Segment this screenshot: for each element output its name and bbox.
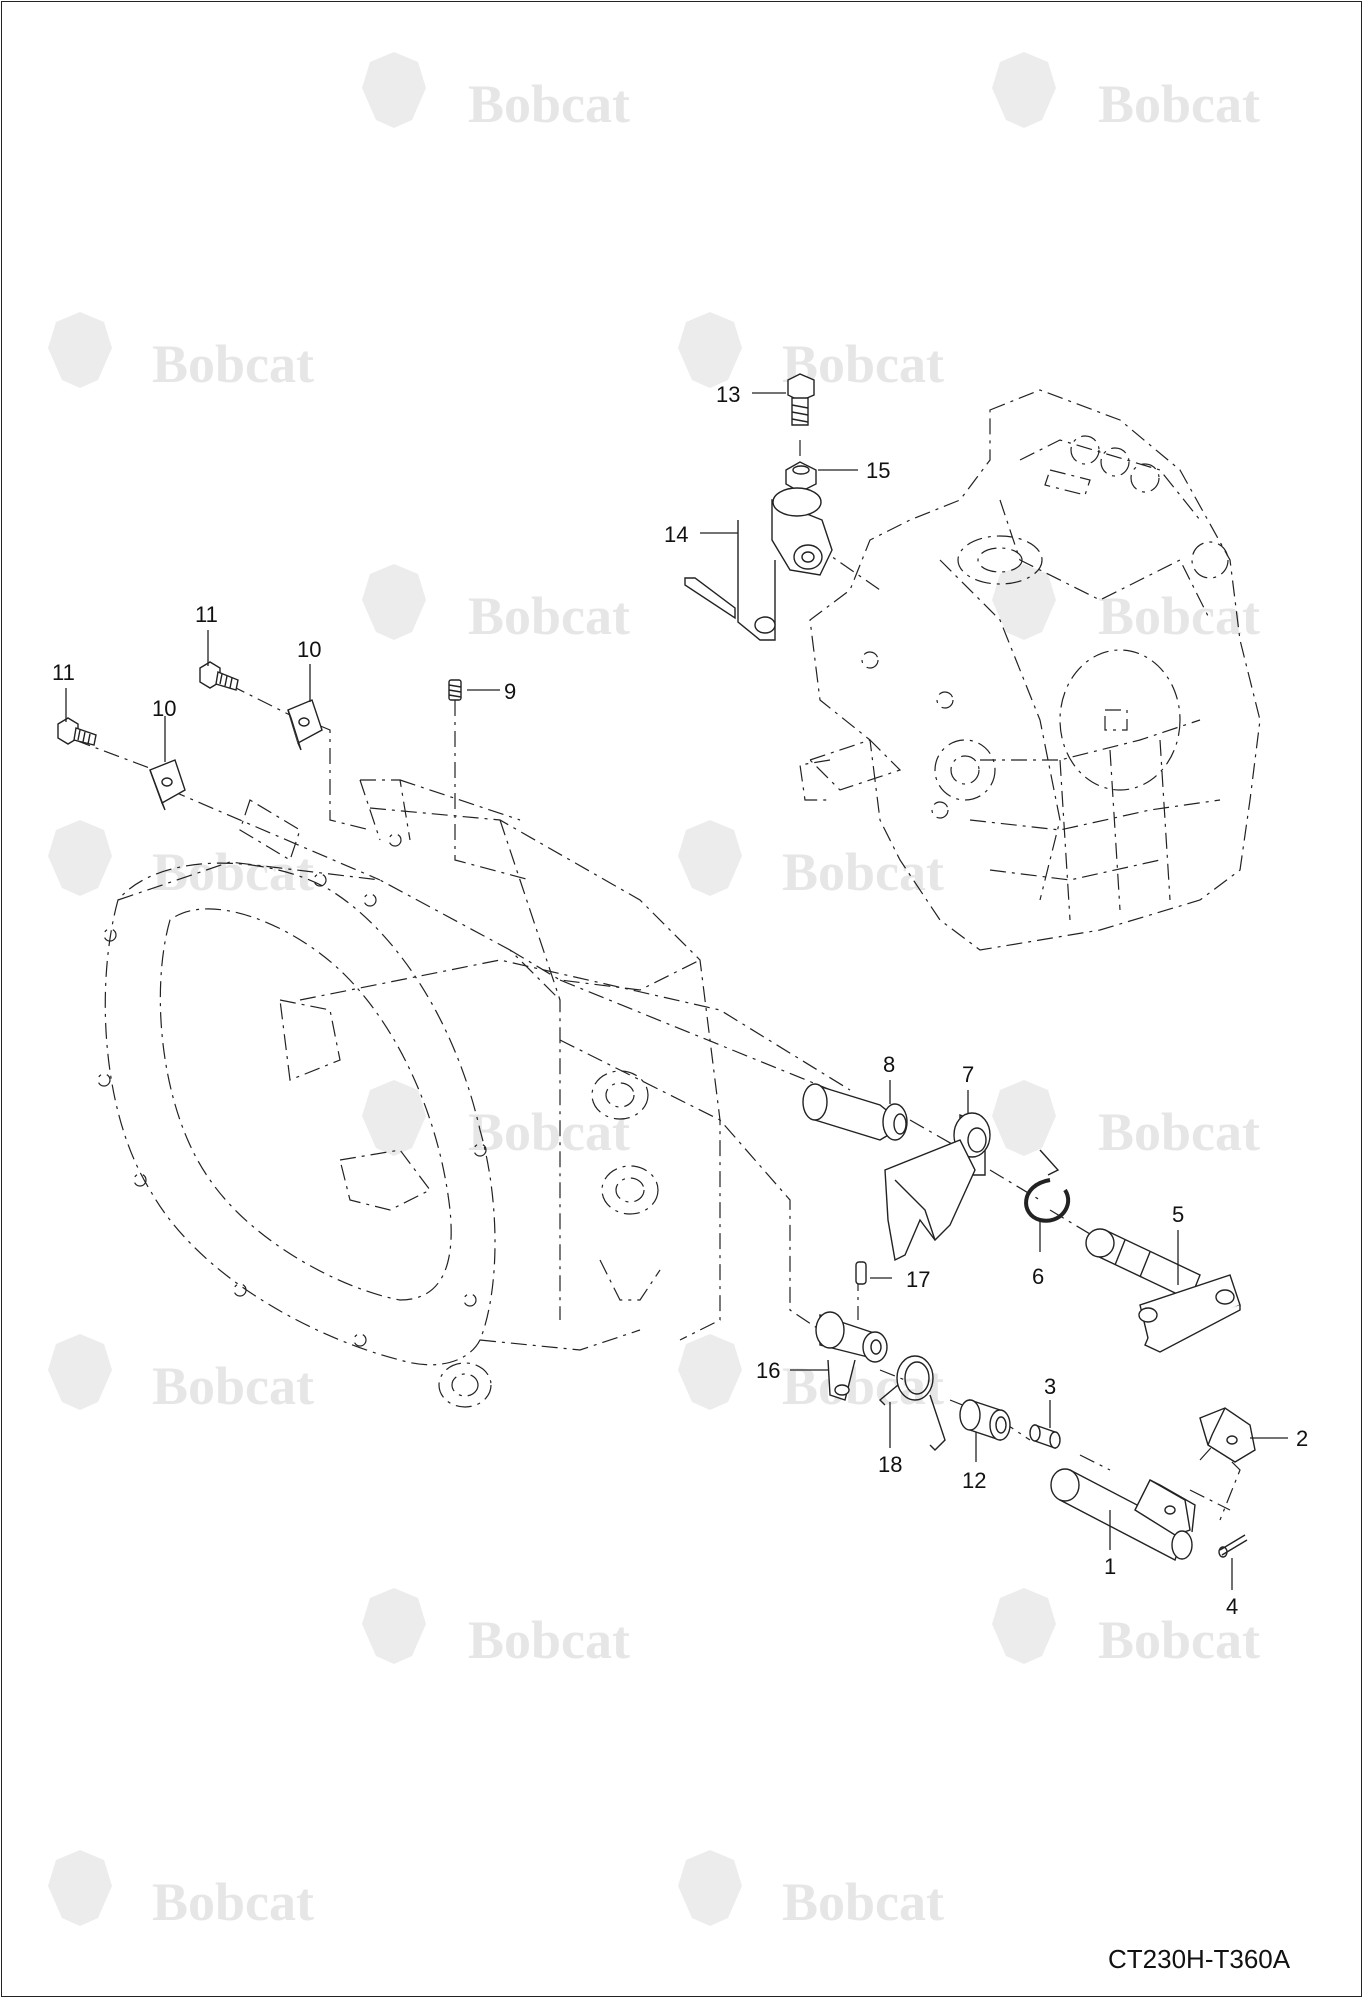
callout-6: 6 (1032, 1264, 1044, 1289)
callout-9: 9 (504, 679, 516, 704)
part-13-bolt[interactable] (787, 373, 815, 426)
watermark-text: Bobcat (152, 1356, 314, 1416)
watermark-text: Bobcat (152, 842, 314, 902)
part-12-bushing[interactable] (959, 1399, 1011, 1441)
callout-11-left: 11 (52, 660, 75, 685)
part-3-pin[interactable] (1029, 1424, 1061, 1449)
watermark-text: Bobcat (468, 586, 630, 646)
watermark-1: Bobcat (362, 52, 630, 134)
watermark-15: Bobcat (48, 1850, 314, 1932)
bobcat-logo-icon (992, 1588, 1056, 1664)
bobcat-logo-icon (362, 1588, 426, 1664)
watermark-5: Bobcat (362, 564, 630, 646)
bobcat-logo-icon (48, 1334, 112, 1410)
bobcat-logo-icon (362, 564, 426, 640)
watermark-3: Bobcat (48, 312, 314, 394)
bobcat-logo-icon (362, 52, 426, 128)
watermark-9: Bobcat (362, 1080, 630, 1162)
watermark-text: Bobcat (152, 334, 314, 394)
callout-12: 12 (962, 1468, 986, 1493)
watermark-12: Bobcat (678, 1334, 944, 1416)
callout-16: 16 (756, 1358, 780, 1383)
bobcat-watermark-layer: Bobcat Bobcat Bobcat Bobcat Bobcat Bobca… (48, 52, 1260, 1932)
part-2-block[interactable] (1199, 1407, 1256, 1463)
part-5-shift-shaft[interactable] (1085, 1228, 1241, 1353)
callout-5: 5 (1172, 1202, 1184, 1227)
callout-10-right: 10 (297, 637, 321, 662)
callout-17: 17 (906, 1267, 930, 1292)
part-11-bolt-left[interactable] (57, 717, 97, 746)
leader-lines (65, 392, 1288, 1590)
callout-11-right: 11 (195, 602, 218, 627)
watermark-8: Bobcat (678, 820, 944, 902)
part-15-nut[interactable] (785, 461, 817, 493)
callout-10-left: 10 (152, 696, 176, 721)
callout-8: 8 (883, 1052, 895, 1077)
assembly-lines (74, 390, 1241, 1521)
part-17-roll-pin[interactable] (855, 1261, 867, 1285)
watermark-text: Bobcat (1098, 74, 1260, 134)
watermark-text: Bobcat (782, 1356, 944, 1416)
callout-3: 3 (1044, 1374, 1056, 1399)
part-18-torsion-spring[interactable] (878, 1355, 946, 1451)
part-10-plate-right[interactable] (287, 699, 323, 751)
bobcat-logo-icon (992, 1080, 1056, 1156)
bobcat-logo-icon (48, 312, 112, 388)
watermark-text: Bobcat (1098, 1610, 1260, 1670)
bobcat-logo-icon (362, 1080, 426, 1156)
watermark-text: Bobcat (782, 842, 944, 902)
part-16-lever[interactable] (815, 1311, 888, 1401)
diagram-reference-code: CT230H-T360A (1108, 1944, 1291, 1974)
bobcat-logo-icon (678, 312, 742, 388)
watermark-7: Bobcat (48, 820, 314, 902)
bobcat-logo-icon (992, 52, 1056, 128)
watermark-6: Bobcat (992, 564, 1260, 646)
watermark-text: Bobcat (782, 1872, 944, 1932)
callout-4: 4 (1226, 1594, 1238, 1619)
part-8-bushing[interactable] (802, 1083, 908, 1141)
callout-13: 13 (716, 382, 740, 407)
watermark-14: Bobcat (992, 1588, 1260, 1670)
watermark-13: Bobcat (362, 1588, 630, 1670)
callout-18: 18 (878, 1452, 902, 1477)
part-6-snap-ring[interactable] (1024, 1149, 1071, 1223)
watermark-text: Bobcat (468, 74, 630, 134)
part-10-plate-left[interactable] (149, 759, 186, 811)
hydrostatic-pump-outline (799, 389, 1261, 951)
part-11-bolt-right[interactable] (199, 661, 239, 691)
watermark-text: Bobcat (468, 1102, 630, 1162)
watermark-text: Bobcat (1098, 586, 1260, 646)
callout-2: 2 (1296, 1426, 1308, 1451)
bobcat-logo-icon (48, 820, 112, 896)
part-7-shift-fork[interactable] (884, 1112, 991, 1262)
callout-7: 7 (962, 1062, 974, 1087)
watermark-16: Bobcat (678, 1850, 944, 1932)
watermark-text: Bobcat (1098, 1102, 1260, 1162)
part-14-lever[interactable] (684, 487, 833, 641)
bobcat-logo-icon (678, 1850, 742, 1926)
part-4-cotter-pin[interactable] (1218, 1534, 1248, 1558)
callout-1: 1 (1104, 1554, 1116, 1579)
bobcat-logo-icon (48, 1850, 112, 1926)
watermark-11: Bobcat (48, 1334, 314, 1416)
watermark-text: Bobcat (468, 1610, 630, 1670)
bobcat-logo-icon (992, 564, 1056, 640)
bobcat-logo-icon (678, 1334, 742, 1410)
part-9-set-screw[interactable] (448, 679, 462, 701)
watermark-2: Bobcat (992, 52, 1260, 134)
callout-14: 14 (664, 522, 688, 547)
watermark-text: Bobcat (152, 1872, 314, 1932)
part-1-shaft[interactable] (1050, 1468, 1196, 1562)
callout-15: 15 (866, 458, 890, 483)
bobcat-logo-icon (678, 820, 742, 896)
watermark-10: Bobcat (992, 1080, 1260, 1162)
callout-labels: 13 15 14 11 11 10 10 9 8 7 6 5 17 16 18 … (52, 382, 1308, 1619)
